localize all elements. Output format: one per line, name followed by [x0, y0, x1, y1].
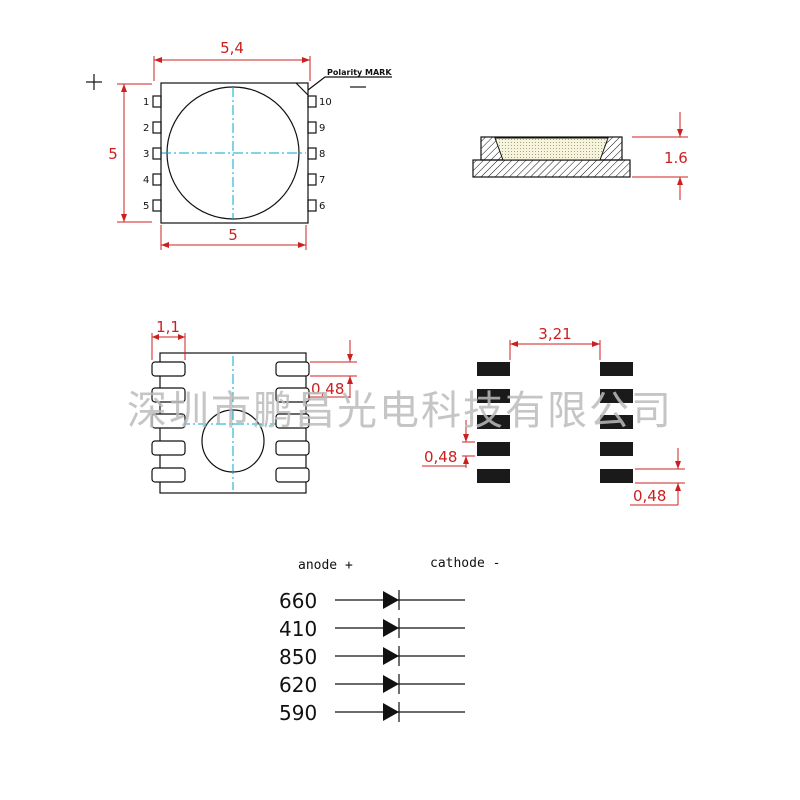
dim-gap: 3,21 — [538, 325, 571, 343]
wavelength-label: 660 — [279, 589, 317, 613]
wavelength-label: 620 — [279, 673, 317, 697]
diode-row-4: 620 — [279, 673, 465, 697]
polarity-chamfer — [295, 82, 309, 96]
side-view: 1.6 — [472, 112, 688, 200]
footprint-view: 3,21 0,48 0,48 — [422, 325, 685, 506]
diode-symbol-icon — [383, 619, 399, 637]
pin-number: 2 — [143, 123, 149, 134]
dim-width-bottom: 5 — [228, 226, 238, 244]
dim-width-top: 5,4 — [220, 39, 244, 57]
footprint-right-pads — [600, 362, 633, 483]
dim-pad-left: 0,48 — [424, 448, 457, 466]
diode-row-5: 590 — [279, 701, 465, 725]
bottom-view: 1,1 0,48 — [151, 318, 357, 494]
pin-number: 3 — [143, 149, 149, 160]
diode-row-3: 850 — [279, 645, 465, 669]
anode-label: anode + — [298, 558, 353, 573]
company-watermark: 深圳市鹏昌光电科技有限公司 — [127, 388, 673, 434]
diode-symbol-icon — [383, 675, 399, 693]
footprint-left-pads — [477, 362, 510, 483]
diode-symbol-icon — [383, 591, 399, 609]
dim-arrows — [463, 434, 469, 464]
diode-row-2: 410 — [279, 617, 465, 641]
dim-pad-width: 0,48 — [311, 380, 344, 398]
wavelength-label: 590 — [279, 701, 317, 725]
pin-number: 9 — [319, 123, 325, 134]
right-pin-tabs — [307, 95, 317, 212]
left-pin-tabs — [152, 95, 162, 212]
dim-thickness: 1.6 — [664, 149, 688, 167]
dim-height: 5 — [108, 145, 118, 163]
polarity-mark-label: Polarity MARK — [327, 68, 392, 77]
wavelength-label: 410 — [279, 617, 317, 641]
diode-row-1: 660 — [279, 589, 465, 613]
pin-number: 4 — [143, 175, 149, 186]
diode-symbol-icon — [383, 647, 399, 665]
cathode-label: cathode - — [430, 556, 500, 571]
dim-arrows — [347, 354, 353, 384]
pin-number: 6 — [319, 201, 325, 212]
dim-pad-right: 0,48 — [633, 487, 666, 505]
side-lens-fill — [495, 138, 608, 160]
bottom-left-pads — [151, 361, 186, 483]
pin-number: 7 — [319, 175, 325, 186]
dim-pad-length: 1,1 — [156, 318, 180, 336]
diode-symbol-icon — [383, 703, 399, 721]
pin-number: 5 — [143, 201, 149, 212]
side-base-hatched — [472, 159, 631, 178]
pin-number: 8 — [319, 149, 325, 160]
pin-number: 1 — [143, 97, 149, 108]
polarity-leader — [307, 76, 392, 91]
dim-arrows — [152, 334, 185, 340]
wavelength-label: 850 — [279, 645, 317, 669]
led-schematic: anode + cathode - 660 410 850 620 59 — [279, 556, 500, 725]
pin-number: 10 — [319, 97, 332, 108]
dim-arrows — [675, 461, 681, 491]
bottom-right-pads — [275, 361, 310, 483]
top-view: 1 2 3 4 5 10 9 8 7 6 Polarity MARK 5,4 5… — [86, 39, 392, 250]
